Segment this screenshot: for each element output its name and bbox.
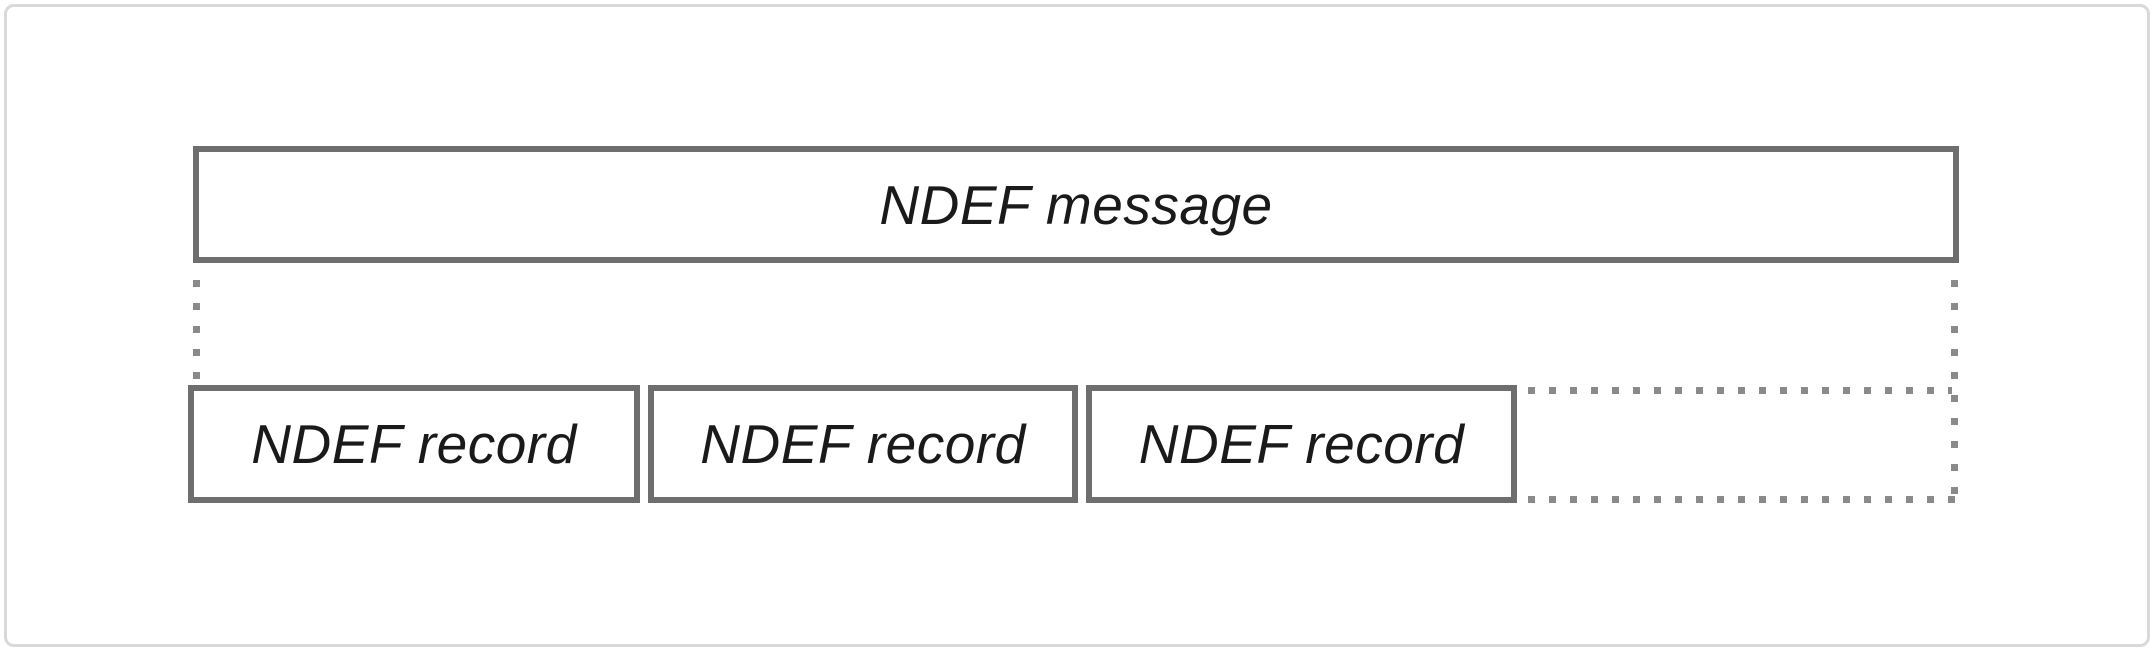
dotted-continuation-bottom [1528, 496, 1959, 503]
ndef-message-box: NDEF message [193, 146, 1959, 263]
ndef-record-label: NDEF record [1138, 413, 1465, 475]
ndef-message-label: NDEF message [879, 173, 1273, 236]
dotted-continuation-top [1528, 387, 1952, 394]
outer-frame [4, 4, 2150, 647]
ndef-record-label: NDEF record [700, 413, 1026, 475]
ndef-record-label: NDEF record [251, 413, 577, 475]
ndef-record-box: NDEF record [1086, 385, 1517, 503]
dotted-connector-right [1951, 280, 1958, 506]
ndef-record-box: NDEF record [188, 385, 640, 503]
dotted-connector-left [193, 280, 200, 382]
ndef-record-box: NDEF record [648, 385, 1078, 503]
